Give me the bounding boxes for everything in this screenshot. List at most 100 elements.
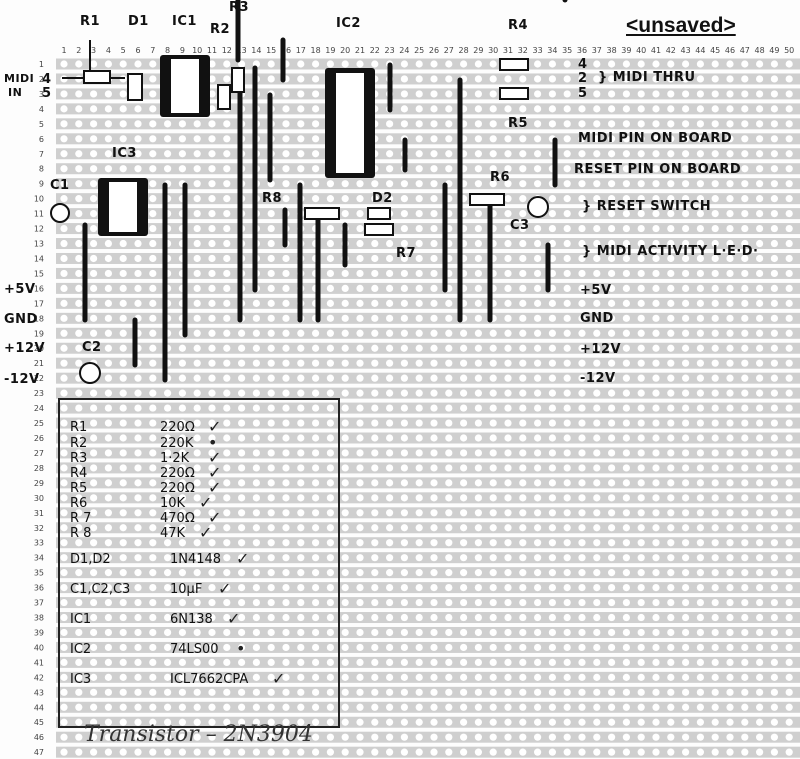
hole bbox=[726, 643, 734, 652]
hole bbox=[326, 643, 334, 652]
hole bbox=[519, 359, 527, 367]
hole bbox=[223, 464, 231, 472]
hole bbox=[193, 733, 201, 741]
hole bbox=[504, 120, 512, 128]
row-number: 28 bbox=[34, 464, 44, 473]
hole bbox=[223, 120, 231, 128]
hole bbox=[563, 404, 571, 412]
hole bbox=[741, 224, 749, 233]
hole bbox=[386, 284, 394, 292]
copper-strip bbox=[56, 552, 800, 564]
hole bbox=[134, 284, 142, 292]
hole bbox=[371, 239, 379, 248]
hole bbox=[430, 389, 438, 397]
hole bbox=[593, 195, 601, 203]
hole bbox=[474, 105, 482, 113]
hole bbox=[312, 539, 320, 547]
hole bbox=[696, 494, 705, 502]
hole bbox=[652, 688, 660, 696]
hole bbox=[622, 569, 631, 577]
hole bbox=[208, 688, 216, 696]
hole bbox=[312, 628, 320, 637]
hole bbox=[312, 673, 320, 681]
hole bbox=[622, 554, 631, 562]
hole bbox=[193, 224, 201, 233]
hole bbox=[711, 75, 719, 83]
hole bbox=[711, 180, 719, 188]
hole bbox=[474, 90, 482, 98]
hole bbox=[519, 494, 527, 502]
hole bbox=[75, 269, 83, 278]
hole bbox=[489, 613, 497, 622]
hole bbox=[223, 299, 231, 307]
hole bbox=[578, 703, 586, 711]
hole bbox=[297, 165, 305, 173]
hole bbox=[474, 239, 482, 248]
hole bbox=[578, 718, 586, 726]
hole bbox=[415, 748, 423, 756]
hole bbox=[356, 434, 364, 442]
hole bbox=[164, 509, 172, 517]
hole bbox=[341, 524, 349, 532]
hole bbox=[741, 105, 749, 113]
hole bbox=[622, 359, 631, 367]
hole bbox=[238, 60, 246, 68]
hole bbox=[563, 120, 571, 128]
hole bbox=[223, 419, 231, 427]
hole bbox=[208, 509, 216, 517]
hole bbox=[267, 60, 275, 68]
hole bbox=[489, 434, 497, 442]
hole bbox=[756, 359, 764, 367]
hole bbox=[519, 165, 527, 173]
row-number: 42 bbox=[34, 673, 44, 682]
hole bbox=[563, 643, 571, 652]
hole bbox=[326, 374, 334, 382]
hole bbox=[593, 344, 601, 352]
hole bbox=[104, 688, 112, 696]
hole bbox=[519, 389, 527, 397]
hole bbox=[341, 314, 349, 322]
hole bbox=[726, 90, 734, 98]
hole bbox=[474, 344, 482, 352]
hole bbox=[178, 479, 186, 487]
hole bbox=[371, 584, 379, 592]
checked-mark: ✓ bbox=[272, 669, 286, 688]
hole bbox=[756, 464, 764, 472]
hole bbox=[119, 239, 127, 248]
label-c3: C3 bbox=[510, 218, 530, 233]
hole bbox=[341, 60, 349, 68]
hole bbox=[104, 90, 112, 98]
hole bbox=[652, 598, 660, 607]
hole bbox=[667, 479, 675, 487]
hole bbox=[652, 150, 660, 158]
hole bbox=[756, 120, 764, 128]
hole bbox=[578, 733, 586, 741]
hole bbox=[430, 524, 438, 532]
hole bbox=[489, 389, 497, 397]
hole bbox=[193, 748, 201, 756]
column-number: 9 bbox=[180, 46, 185, 55]
hole bbox=[548, 509, 557, 517]
hole bbox=[75, 195, 83, 203]
hole bbox=[208, 150, 216, 158]
hole bbox=[756, 210, 764, 218]
hole bbox=[386, 195, 394, 203]
hole bbox=[756, 314, 764, 322]
hole bbox=[415, 449, 423, 457]
hole bbox=[474, 329, 482, 337]
hole bbox=[356, 509, 364, 517]
hole bbox=[726, 344, 734, 352]
copper-strip bbox=[56, 447, 800, 459]
hole bbox=[356, 224, 364, 233]
hole bbox=[534, 254, 542, 263]
hole bbox=[119, 539, 127, 547]
hole bbox=[356, 479, 364, 487]
hole bbox=[193, 584, 201, 592]
hole bbox=[489, 344, 497, 352]
hole bbox=[504, 180, 512, 188]
hole bbox=[75, 120, 83, 128]
hole bbox=[696, 628, 705, 637]
hole bbox=[741, 434, 749, 442]
hole bbox=[430, 673, 438, 681]
hole bbox=[578, 419, 586, 427]
